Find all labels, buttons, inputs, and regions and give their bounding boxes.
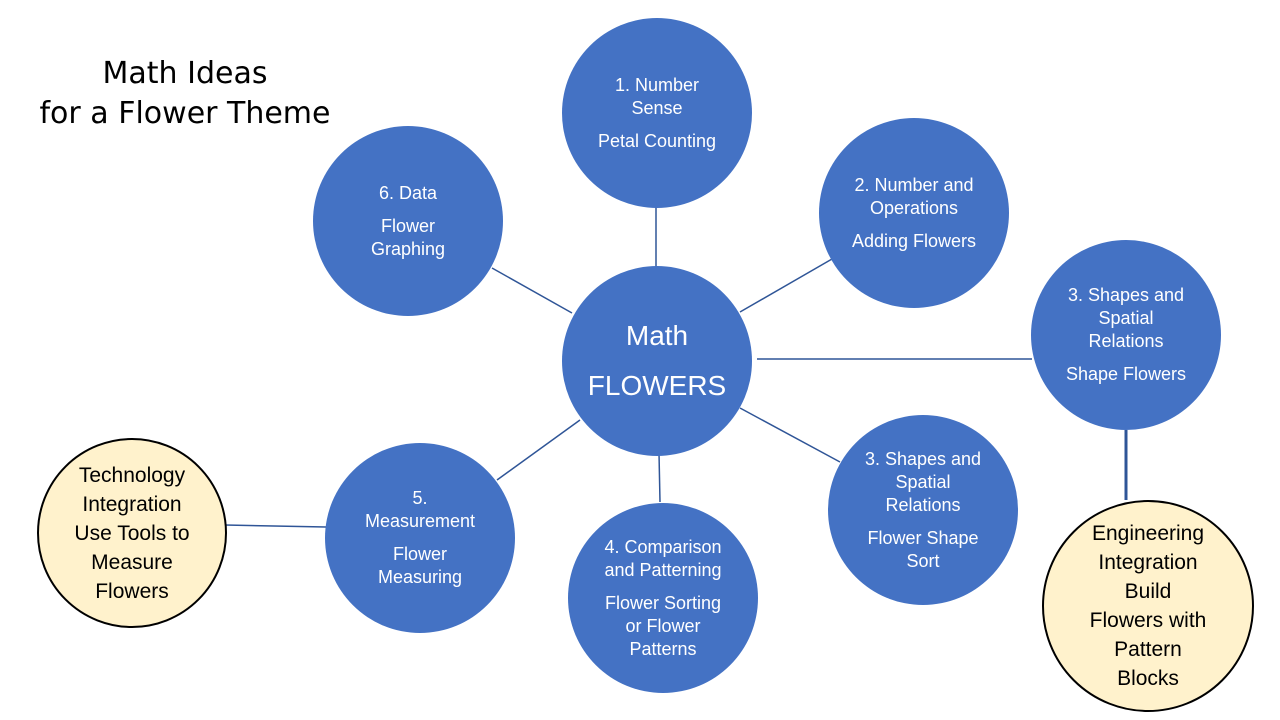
node-number-sense: 1. Number Sense Petal Counting [562, 18, 752, 208]
engineering-line-5: Pattern [1114, 638, 1182, 661]
connector-shapes-spatial-b [739, 407, 841, 463]
page-title: Math Ideas for a Flower Theme [30, 54, 340, 134]
technology-line-2: Integration [82, 492, 182, 516]
title-line-1: Math Ideas [102, 56, 268, 91]
center-line-2: FLOWERS [587, 370, 727, 401]
node-data: 6. Data Flower Graphing [313, 126, 503, 316]
title-line-2: for a Flower Theme [39, 96, 331, 131]
comparison-heading-1: 4. Comparison [604, 536, 722, 557]
connector-data [491, 267, 573, 314]
connector-number-operations [739, 258, 833, 313]
data-activity-1: Flower [380, 215, 435, 236]
measurement-activity-2: Measuring [377, 567, 463, 587]
shapes-a-heading-3: Relations [1088, 331, 1164, 351]
measurement-activity-1: Flower [392, 544, 447, 564]
shapes-b-activity-2: Sort [906, 550, 940, 571]
data-activity-2: Graphing [370, 238, 446, 259]
node-comparison-patterning: 4. Comparison and Patterning Flower Sort… [568, 503, 758, 693]
node-measurement: 5. Measurement Flower Measuring [325, 443, 515, 633]
technology-line-5: Flowers [95, 579, 169, 603]
shapes-a-heading-2: Spatial [1098, 308, 1154, 328]
connector-measurement [496, 419, 581, 481]
engineering-line-1: Engineering [1091, 522, 1205, 545]
number-sense-heading-2: Sense [631, 97, 683, 118]
connector-technology [224, 524, 327, 528]
engineering-line-4: Flowers with [1089, 609, 1207, 632]
engineering-line-6: Blocks [1117, 667, 1179, 690]
data-heading-1: 6. Data [378, 182, 438, 203]
shapes-a-heading-1: 3. Shapes and [1067, 285, 1185, 305]
comparison-activity-2: or Flower [625, 615, 701, 636]
shapes-b-heading-1: 3. Shapes and [864, 448, 982, 469]
number-operations-activity: Adding Flowers [851, 230, 977, 251]
technology-line-1: Technology [78, 463, 186, 487]
node-technology-integration: Technology Integration Use Tools to Meas… [37, 438, 227, 628]
measurement-heading-1: 5. [412, 488, 428, 508]
node-engineering-integration: Engineering Integration Build Flowers wi… [1042, 500, 1254, 712]
connector-comparison-patterning [658, 452, 661, 503]
engineering-line-2: Integration [1098, 551, 1198, 574]
number-sense-activity: Petal Counting [597, 130, 717, 151]
comparison-heading-2: and Patterning [604, 559, 722, 580]
shapes-b-heading-3: Relations [885, 494, 961, 515]
number-sense-heading-1: 1. Number [614, 74, 700, 95]
comparison-activity-1: Flower Sorting [604, 592, 722, 613]
technology-line-4: Measure [91, 550, 173, 574]
shapes-b-heading-2: Spatial [895, 471, 951, 492]
node-number-operations: 2. Number and Operations Adding Flowers [819, 118, 1009, 308]
measurement-heading-2: Measurement [364, 511, 476, 531]
shapes-a-activity: Shape Flowers [1065, 364, 1187, 384]
number-operations-heading-1: 2. Number and [854, 174, 974, 195]
node-shapes-spatial-a: 3. Shapes and Spatial Relations Shape Fl… [1031, 240, 1221, 430]
node-center-math-flowers: Math FLOWERS [562, 266, 752, 456]
node-shapes-spatial-b: 3. Shapes and Spatial Relations Flower S… [828, 415, 1018, 605]
center-line-1: Math [625, 320, 689, 351]
engineering-line-3: Build [1124, 580, 1172, 603]
shapes-b-activity-1: Flower Shape [867, 527, 979, 548]
number-operations-heading-2: Operations [869, 197, 959, 218]
technology-line-3: Use Tools to [74, 521, 190, 545]
comparison-activity-3: Patterns [629, 638, 697, 659]
